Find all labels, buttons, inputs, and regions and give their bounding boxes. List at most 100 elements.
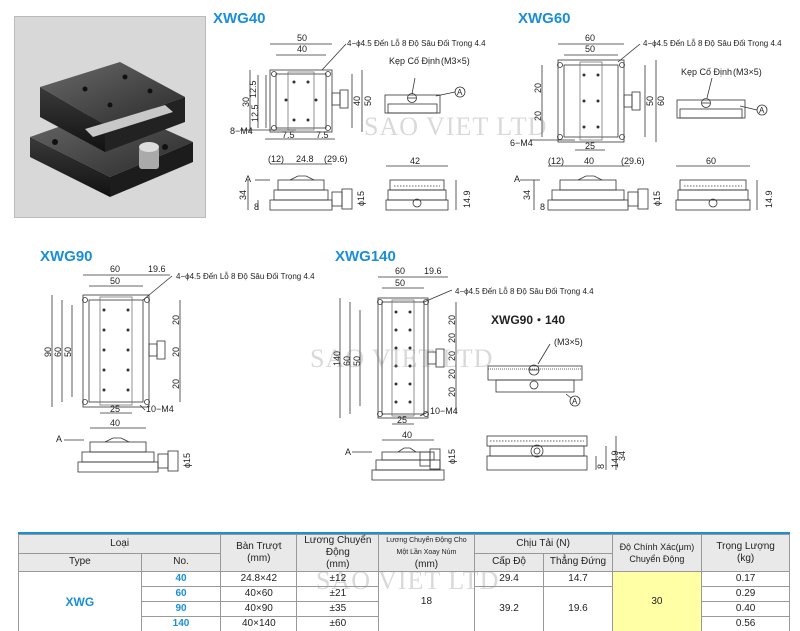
- table-header-row-1: Loại Bàn Trượt(mm) Lương Chuyển Động(mm)…: [17, 534, 790, 572]
- xwg40-top-dims: 50 40 30 12.5 12.5 40 50 7.5 7.5 8−M4 4−…: [230, 33, 486, 140]
- technical-drawing: 50 40 30 12.5 12.5 40 50 7.5 7.5 8−M4 4−…: [43, 33, 782, 481]
- dim-xwg140-h20d: 20: [447, 369, 457, 379]
- dim-xwg60-b25: 25: [585, 141, 595, 151]
- label-6-m4: 6−M4: [510, 138, 533, 148]
- dim-xwg140-b25: 25: [397, 415, 407, 425]
- xwg140-side-view: [352, 439, 445, 481]
- dim-xwg140-d15: ϕ15: [447, 449, 457, 464]
- mot-value: 18: [378, 571, 475, 631]
- circle-a-xwg40: A: [457, 88, 463, 97]
- header-ban: Bàn Trượt(mm): [220, 534, 298, 572]
- row-ban: 40×60: [220, 586, 298, 602]
- header-do: Độ Chính Xác(μm)Chuyển Động: [611, 534, 703, 572]
- label-clamp-xwg60: Kẹp Cố Định: [681, 67, 732, 77]
- xwg90-140-clamp-labels: XWG90・140 (M3×5) A: [491, 313, 583, 406]
- xy-stage-photo: [30, 62, 193, 197]
- xwg140-top-view: [339, 276, 457, 425]
- xwg90-140-side-dims: 8 14.9 34: [596, 450, 627, 469]
- row-no: 40: [140, 571, 222, 587]
- dim-xwg90-h20c: 20: [171, 379, 181, 389]
- dim-xwg40-s42: 42: [410, 156, 420, 166]
- label-8-m4: 8−M4: [230, 126, 253, 136]
- dim-xwg60-h20b: 20: [533, 111, 543, 121]
- dim-xwg60-h8: 8: [540, 202, 545, 212]
- dim-xwg60-h20a: 20: [533, 83, 543, 93]
- dim-xwg140-h20c: 20: [447, 351, 457, 361]
- xwg140-side-dims: A 40 ϕ15: [345, 430, 457, 464]
- label-m3x5-xwg40: (M3×5): [441, 56, 470, 66]
- dim-xwg40-h12a: 12.5: [248, 80, 258, 98]
- dim-xwg60-h60: 60: [656, 96, 666, 106]
- table-row: 140 40×140 ±60 0.56: [19, 616, 790, 631]
- dim-xwg90-h20b: 20: [171, 347, 181, 357]
- title-xwg40: XWG40: [213, 10, 266, 27]
- xwg40-clamp-labels: Kẹp Cố Định (M3×5) A: [389, 56, 470, 97]
- row-no: 90: [140, 601, 222, 617]
- dim-xwg90-h20a: 20: [171, 315, 181, 325]
- label-m3x5-xwg60: (M3×5): [733, 67, 762, 77]
- dim-xwg40-h34: 34: [238, 190, 248, 200]
- dim-xwg90-140-h149: 14.9: [610, 450, 620, 468]
- product-photo: [14, 16, 206, 218]
- circle-a-xwg90-140: A: [572, 397, 578, 406]
- dim-xwg60-h50: 50: [645, 96, 655, 106]
- row-luong: ±60: [296, 616, 380, 631]
- thang-value-1: 14.7: [543, 571, 613, 587]
- label-clamp-xwg40: Kẹp Cố Định: [389, 56, 440, 66]
- dim-xwg40-w40: 40: [297, 44, 307, 54]
- dim-xwg90-w60: 60: [110, 264, 120, 274]
- label-xwg40-holes: 4−ϕ4.5 Đến Lỗ 8 Độ Sâu Đối Trọng 4.4: [347, 39, 486, 48]
- row-trong: 0.29: [701, 586, 790, 602]
- header-mot: Lương Chuyển Động Cho Một Lần Xoay Núm(m…: [378, 534, 475, 572]
- xwg60-side-b-dims: 60 14.9: [706, 156, 774, 208]
- label-xwg140-holes: 4−ϕ4.5 Đến Lỗ 8 Độ Sâu Đối Trọng 4.4: [455, 287, 594, 296]
- dim-xwg40-h50: 50: [363, 96, 373, 106]
- header-luong: Lương Chuyển Động(mm): [296, 534, 380, 572]
- dim-xwg140-h20b: 20: [447, 333, 457, 343]
- dim-xwg140-w50: 50: [395, 278, 405, 288]
- dim-xwg90-w50: 50: [110, 276, 120, 286]
- dim-xwg40-s248: 24.8: [296, 154, 314, 164]
- circle-a-xwg60: A: [759, 106, 765, 115]
- dim-xwg60-w50: 50: [585, 44, 595, 54]
- cap-value-1: 29.4: [473, 571, 545, 587]
- xwg60-side-view-b: [675, 165, 758, 211]
- dim-xwg140-h50: 50: [352, 356, 362, 366]
- dim-xwg40-w50: 50: [297, 33, 307, 43]
- dim-xwg40-h8: 8: [254, 202, 259, 212]
- xwg60-clamp-labels: Kẹp Cố Định (M3×5) A: [681, 67, 765, 115]
- xwg60-top-view: [530, 43, 657, 151]
- dim-xwg60-s12: (12): [548, 156, 564, 166]
- dim-xwg140-w60: 60: [395, 266, 405, 276]
- dim-xwg60-h149: 14.9: [764, 190, 774, 208]
- dim-xwg60-w60: 60: [585, 33, 595, 43]
- type-xwg: XWG: [18, 571, 142, 631]
- dim-xwg40-h12b: 12.5: [250, 104, 260, 122]
- header-thang: Thẳng Đứng: [543, 552, 613, 572]
- dim-xwg90-s40: 40: [110, 418, 120, 428]
- title-xwg90-140: XWG90・140: [491, 313, 565, 327]
- arrow-a-xwg140: A: [345, 447, 351, 457]
- header-loai: Loại: [17, 534, 222, 554]
- title-xwg60: XWG60: [518, 10, 571, 27]
- table-row: XWG 40 24.8×42 ±12 18 29.4 14.7 30 0.17: [18, 571, 790, 631]
- row-trong: 0.56: [701, 616, 790, 631]
- dim-xwg90-h50: 50: [63, 347, 73, 357]
- dim-xwg140-h60: 60: [342, 356, 352, 366]
- header-type: Type: [18, 552, 142, 572]
- dim-xwg90-140-h34: 34: [617, 451, 627, 461]
- title-xwg90: XWG90: [40, 248, 93, 265]
- dim-xwg40-h40: 40: [352, 96, 362, 106]
- table-top-rule: [18, 532, 790, 534]
- xwg90-140-side-view: [486, 435, 617, 471]
- header-chiu: Chịu Tải (N): [473, 534, 613, 554]
- dim-xwg140-w196: 19.6: [424, 266, 442, 276]
- row-trong: 0.40: [701, 601, 790, 617]
- dim-xwg60-s60: 60: [706, 156, 716, 166]
- xwg90-140-clamp-front: [487, 343, 583, 407]
- thang-value-2: 19.6: [543, 586, 613, 631]
- dim-xwg40-b75b: 7.5: [316, 130, 329, 140]
- dim-xwg140-h20a: 20: [447, 315, 457, 325]
- xwg90-side-dims: A 40 ϕ15: [56, 418, 192, 468]
